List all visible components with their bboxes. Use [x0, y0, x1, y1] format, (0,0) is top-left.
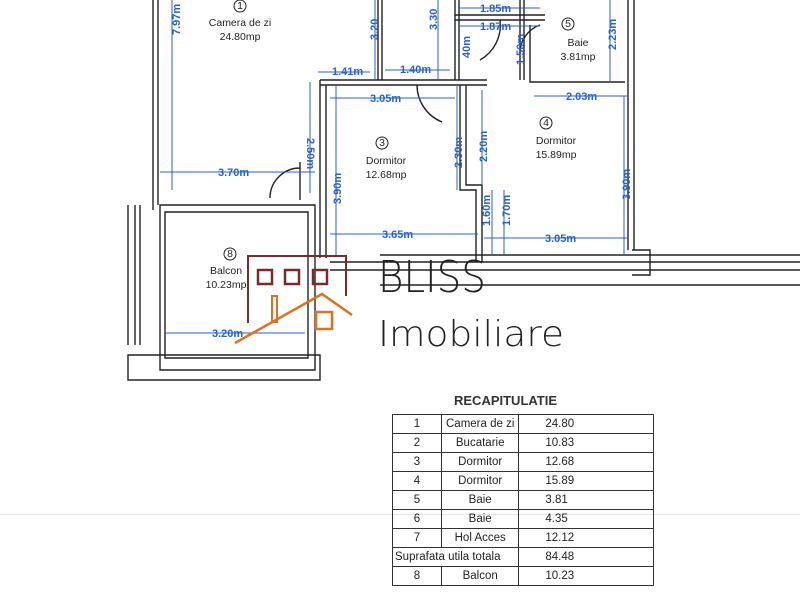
dim-label: 2.03m — [566, 91, 597, 103]
cell-no: 8 — [392, 566, 442, 586]
cell-name: Baie — [440, 509, 520, 529]
logo-line1: BLISS — [378, 252, 486, 303]
cell-area: 3.81 — [518, 490, 655, 510]
dim-label: 2.23m — [607, 19, 619, 50]
cell-no: 4 — [392, 471, 442, 491]
room-number: 5 — [565, 18, 571, 30]
cell-area: 4.35 — [518, 509, 655, 529]
total-label: Suprafata utila totala — [391, 547, 520, 567]
room-area: 24.80mp — [220, 31, 261, 43]
cell-name: Balcon — [440, 566, 520, 586]
bliss-logo: BLISS Imobiliare — [234, 252, 564, 355]
floor-plan: 7.97m 3.20 3.30 1.85m 1.87m 40m 1.50m 2.… — [127, 0, 800, 381]
logo-line2: Imobiliare — [378, 314, 564, 355]
cell-area: 24.80 — [518, 414, 655, 434]
room-area: 3.81mp — [560, 51, 595, 63]
room-number: 1 — [237, 0, 243, 12]
dim-label: 40m — [461, 36, 473, 58]
dim-label: 1.87m — [480, 21, 511, 33]
dim-label: 3.70m — [218, 167, 249, 179]
dim-label: 2.50m — [304, 138, 316, 169]
dim-label: 1.85m — [480, 3, 511, 15]
cell-name: Bucatarie — [440, 433, 520, 453]
cell-no: 6 — [392, 509, 442, 529]
room-4: 4 Dormitor 15.89mp — [536, 116, 577, 161]
dim-label: 1.41m — [332, 66, 363, 78]
dim-label: 3.90m — [332, 173, 344, 204]
room-number: 8 — [227, 248, 233, 260]
room-area: 10.23mp — [206, 279, 247, 291]
room-name: Baie — [567, 37, 588, 49]
cell-no: 1 — [392, 414, 442, 434]
room-area: 12.68mp — [366, 169, 407, 181]
dim-label: 1.40m — [400, 64, 431, 76]
summary-title: RECAPITULATIE — [454, 393, 558, 408]
cell-area: 12.12 — [518, 528, 655, 548]
cell-no: 3 — [392, 452, 442, 472]
room-area: 15.89mp — [536, 149, 577, 161]
room-number: 3 — [379, 137, 385, 149]
dim-label: 3.90m — [621, 169, 633, 200]
cell-area: 15.89 — [518, 471, 655, 491]
dim-label: 2.20m — [478, 131, 490, 162]
dim-label: 1.50m — [515, 34, 527, 65]
cell-no: 5 — [392, 490, 442, 510]
room-1: 1 Camera de zi 24.80mp — [209, 0, 271, 43]
dimension-labels: 7.97m 3.20 3.30 1.85m 1.87m 40m 1.50m 2.… — [171, 3, 633, 340]
room-name: Dormitor — [366, 155, 407, 167]
room-3: 3 Dormitor 12.68mp — [366, 136, 407, 181]
dim-label: 3.30 — [428, 9, 440, 30]
cell-name: Baie — [440, 490, 520, 510]
room-8: 8 Balcon 10.23mp — [206, 247, 247, 291]
dim-label: 7.97m — [171, 4, 183, 35]
cell-no: 2 — [392, 433, 442, 453]
cell-name: Dormitor — [440, 471, 520, 491]
dim-label: 3.65m — [382, 229, 413, 241]
total-value: 84.48 — [518, 547, 655, 567]
dim-label: 3.05m — [545, 233, 576, 245]
walls — [127, 0, 800, 381]
cell-name: Hol Acces — [440, 528, 520, 548]
cell-name: Dormitor — [440, 452, 520, 472]
dim-label: 1.70m — [501, 195, 513, 226]
room-number: 4 — [543, 117, 549, 129]
dim-label: 2.30m — [453, 137, 465, 168]
cell-no: 7 — [392, 528, 442, 548]
cell-area: 10.23 — [518, 566, 655, 586]
room-5: 5 Baie 3.81mp — [560, 17, 596, 63]
room-name: Camera de zi — [209, 17, 271, 29]
cell-area: 10.83 — [518, 433, 655, 453]
dim-label: 3.20m — [212, 328, 243, 340]
dimension-lines — [160, 0, 628, 334]
cell-name: Camera de zi — [440, 414, 520, 434]
room-name: Balcon — [210, 265, 242, 277]
room-name: Dormitor — [536, 135, 577, 147]
dim-label: 1.60m — [481, 195, 493, 226]
cell-area: 12.68 — [518, 452, 655, 472]
dim-label: 3.05m — [370, 93, 401, 105]
dim-label: 3.20 — [369, 19, 381, 40]
